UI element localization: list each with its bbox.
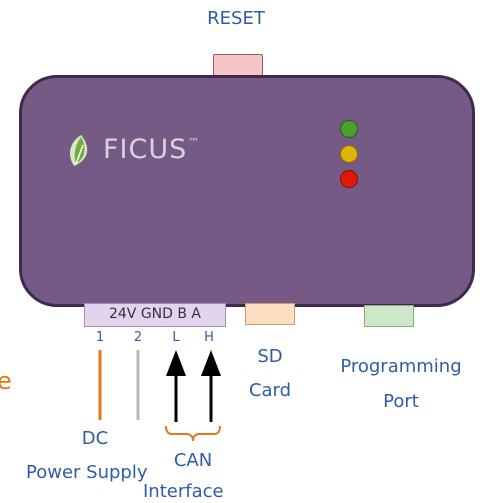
led-red	[340, 170, 358, 188]
sd-label-line2: Card	[248, 380, 292, 401]
programming-label-line2: Port	[383, 391, 419, 412]
interface-label: Interface	[143, 481, 224, 502]
sd-card-slot[interactable]	[245, 303, 295, 325]
device-body	[19, 75, 475, 307]
can-label: CAN	[173, 450, 213, 471]
arrow-up-icon	[166, 350, 186, 422]
programming-port[interactable]	[364, 305, 414, 327]
reset-label: RESET	[207, 8, 265, 29]
arrow-up-icon	[201, 350, 221, 422]
sd-label-line1: SD	[257, 346, 283, 367]
led-green	[340, 120, 358, 138]
terminal-block: 24V GND B A	[84, 303, 226, 327]
pin-l-label: L	[172, 330, 180, 345]
power-supply-label: Power Supply	[26, 462, 148, 483]
logo-text: FICUS	[103, 134, 188, 165]
led-yellow	[340, 145, 358, 163]
pin-1-label: 1	[95, 330, 105, 345]
pin-2-label: 2	[133, 330, 143, 345]
can-brace	[165, 425, 221, 442]
logo-trademark: ™	[188, 136, 199, 149]
pin-h-label: H	[204, 330, 214, 345]
dc-label: DC	[81, 428, 109, 449]
leaf-logo-icon	[69, 135, 88, 166]
programming-label-line1: Programming	[340, 356, 462, 377]
cropped-edge-letter: e	[0, 367, 12, 395]
